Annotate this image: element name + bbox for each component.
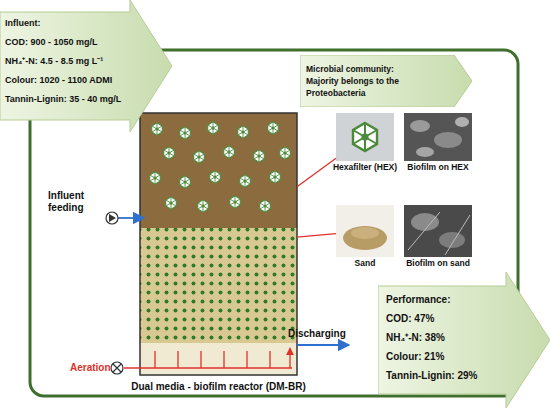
reactor-box: Dual media - biofilm reactor (DM-BR) — [140, 113, 297, 375]
text-block: Microbial community:Majority belongs to … — [306, 63, 456, 99]
arrow-outline — [0, 0, 172, 132]
sand-bed — [140, 228, 297, 343]
photo-box: Hexafilter (HEX) — [336, 113, 394, 161]
text-block: Performance:COD: 47%NH₄⁺-N: 38%Colour: 2… — [386, 290, 546, 385]
heading-text: Influent: — [5, 14, 165, 33]
sand-grains — [140, 228, 297, 343]
sand-photo — [336, 205, 394, 257]
body-text: Tannin-Lignin: 35 - 40 mg/L — [5, 90, 165, 109]
photo-box: Biofilm on sand — [404, 205, 472, 257]
hexafilter-media — [150, 122, 291, 212]
annotation-label: Discharging — [288, 328, 358, 340]
leader-connector — [297, 158, 336, 186]
body-text: NH₄⁺-N: 38% — [386, 328, 546, 347]
air-chamber — [140, 343, 297, 375]
arrow-outline — [378, 272, 550, 408]
microbial-callout: Microbial community:Majority belongs to … — [300, 55, 472, 107]
body-text: Tannin-Lignin: 29% — [386, 366, 546, 385]
leader-connector — [297, 234, 336, 237]
body-text: NH₄⁺-N: 4.5 - 8.5 mg L⁻¹ — [5, 52, 165, 71]
aeration-line — [111, 351, 292, 374]
sem-sand-photo — [404, 205, 472, 257]
hexafilter-photo — [336, 113, 394, 161]
sem-hex-photo — [404, 113, 472, 161]
discharge-arrow — [297, 344, 345, 346]
influent-pump — [106, 212, 140, 224]
performance-arrow: Performance:COD: 47%NH₄⁺-N: 38%Colour: 2… — [378, 272, 550, 408]
tank-wall — [140, 113, 297, 375]
text-block: Influent:COD: 900 - 1050 mg/LNH₄⁺-N: 4.5… — [5, 14, 165, 109]
biofilm-zone — [140, 113, 297, 228]
photo-box: Sand — [336, 205, 394, 257]
caption-text: Biofilm on sand — [400, 259, 476, 269]
caption-text: Hexafilter (HEX) — [332, 163, 398, 173]
body-text: COD: 47% — [386, 309, 546, 328]
caption-text: Biofilm on HEX — [400, 163, 476, 173]
caption-text: Dual media - biofilm reactor (DM-BR) — [90, 381, 347, 393]
annotation-label: Influent feeding — [48, 190, 108, 213]
body-text: COD: 900 - 1050 mg/L — [5, 33, 165, 52]
body-text: Colour: 21% — [386, 347, 546, 366]
caption-text: Sand — [332, 259, 398, 269]
reactor-tank — [140, 113, 297, 375]
heading-text: Performance: — [386, 290, 546, 309]
photo-box: Biofilm on HEX — [404, 113, 472, 161]
heading-text: Microbial community: — [306, 63, 456, 75]
body-text: Colour: 1020 - 1100 ADMI — [5, 71, 165, 90]
influent-arrow: Influent:COD: 900 - 1050 mg/LNH₄⁺-N: 4.5… — [0, 0, 172, 132]
body-text: Majority belongs to the Proteobacteria — [306, 75, 456, 99]
annotation-label: Aeration — [70, 362, 114, 374]
arrow-outline — [300, 55, 472, 107]
